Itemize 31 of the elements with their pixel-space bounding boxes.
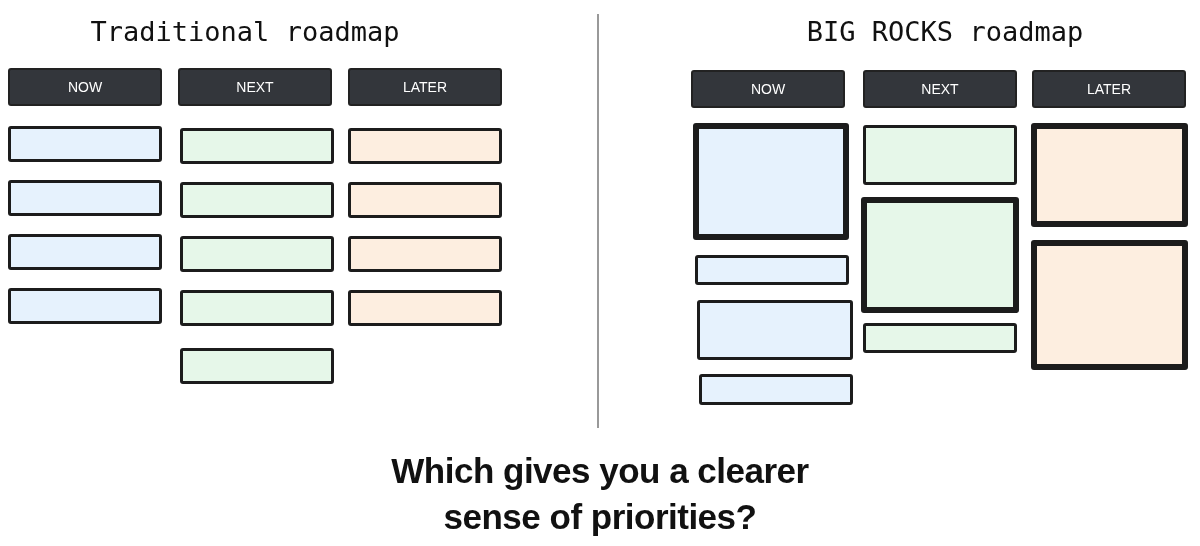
big-rock-card [861, 197, 1019, 313]
roadmap-card [180, 236, 334, 272]
roadmap-card [695, 255, 849, 285]
roadmap-card [180, 348, 334, 384]
roadmap-heading: Traditional roadmap [90, 16, 400, 47]
roadmap-card [348, 182, 502, 218]
column-header: NEXT [178, 68, 332, 106]
column-header: LATER [348, 68, 502, 106]
roadmap-card [697, 300, 853, 360]
roadmap-card [8, 234, 162, 270]
roadmap-card [863, 323, 1017, 353]
column-header: NEXT [863, 70, 1017, 108]
roadmap-card [348, 290, 502, 326]
roadmap-card [863, 125, 1017, 185]
roadmap-card [8, 180, 162, 216]
roadmap-card [180, 128, 334, 164]
roadmap-card [348, 128, 502, 164]
column-header: NOW [691, 70, 845, 108]
roadmap-card [8, 126, 162, 162]
big-rock-card [693, 123, 849, 240]
roadmap-card [180, 290, 334, 326]
column-header: LATER [1032, 70, 1186, 108]
roadmap-card [699, 374, 853, 405]
column-header: NOW [8, 68, 162, 106]
roadmap-card [8, 288, 162, 324]
big-rock-card [1031, 240, 1188, 370]
caption: Which gives you a clearer sense of priorities? [390, 450, 810, 538]
roadmap-card [180, 182, 334, 218]
roadmap-card [348, 236, 502, 272]
roadmap-heading: BIG ROCKS roadmap [806, 16, 1084, 47]
big-rock-card [1031, 123, 1188, 227]
